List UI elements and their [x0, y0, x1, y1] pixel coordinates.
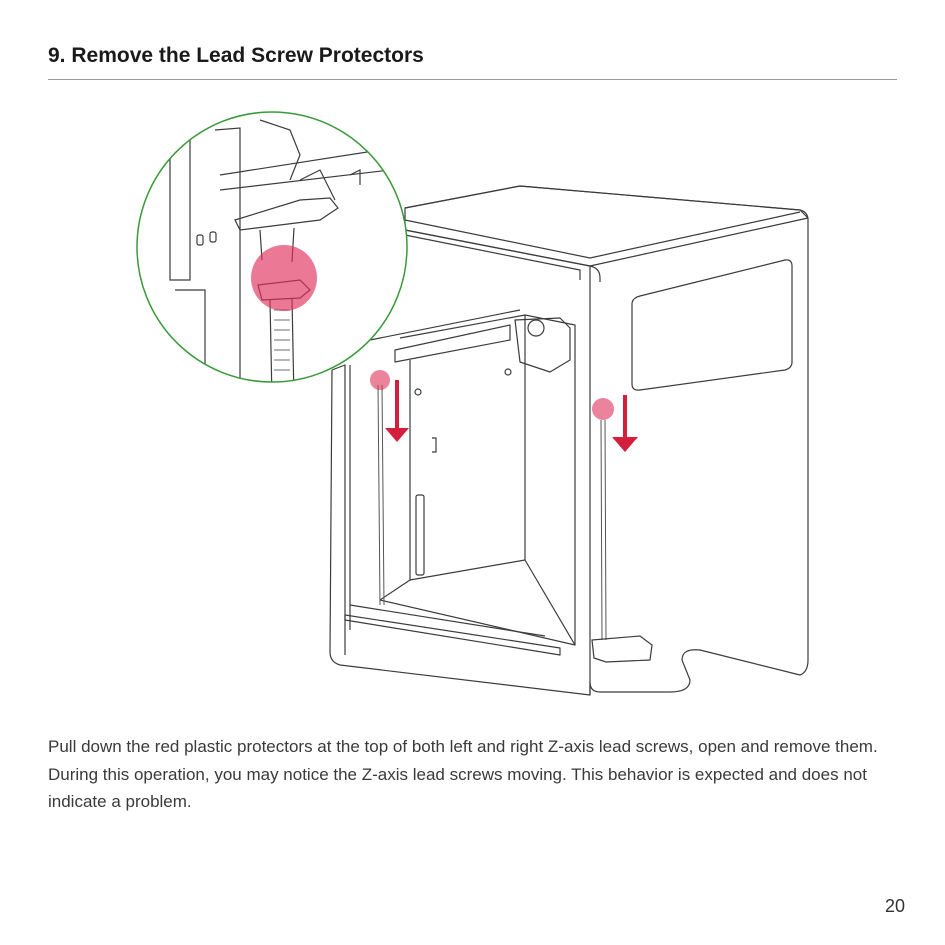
zoom-inset-circle: [136, 111, 408, 383]
instruction-paragraph: Pull down the red plastic protectors at …: [48, 737, 878, 756]
printer-body: [329, 185, 809, 696]
page-title: 9. Remove the Lead Screw Protectors: [48, 44, 424, 67]
left-lead-screw: [377, 384, 381, 606]
instruction-paragraph: During this operation, you may notice th…: [48, 764, 867, 812]
down-arrow-icon: [612, 395, 638, 452]
down-arrow-icon: [385, 380, 409, 442]
page-number: 20: [884, 896, 905, 916]
left-protector-highlight: [370, 370, 390, 390]
side-window: [631, 259, 793, 391]
title-divider: [48, 79, 897, 80]
printer-illustration: [136, 111, 809, 696]
zoom-protector-highlight: [251, 245, 317, 311]
right-lead-screw: [600, 419, 603, 641]
build-chamber: [399, 314, 526, 581]
instructions: Pull down the red plastic protectors at …: [48, 733, 908, 816]
right-protector-highlight: [592, 398, 614, 420]
toolhead: [514, 317, 571, 373]
